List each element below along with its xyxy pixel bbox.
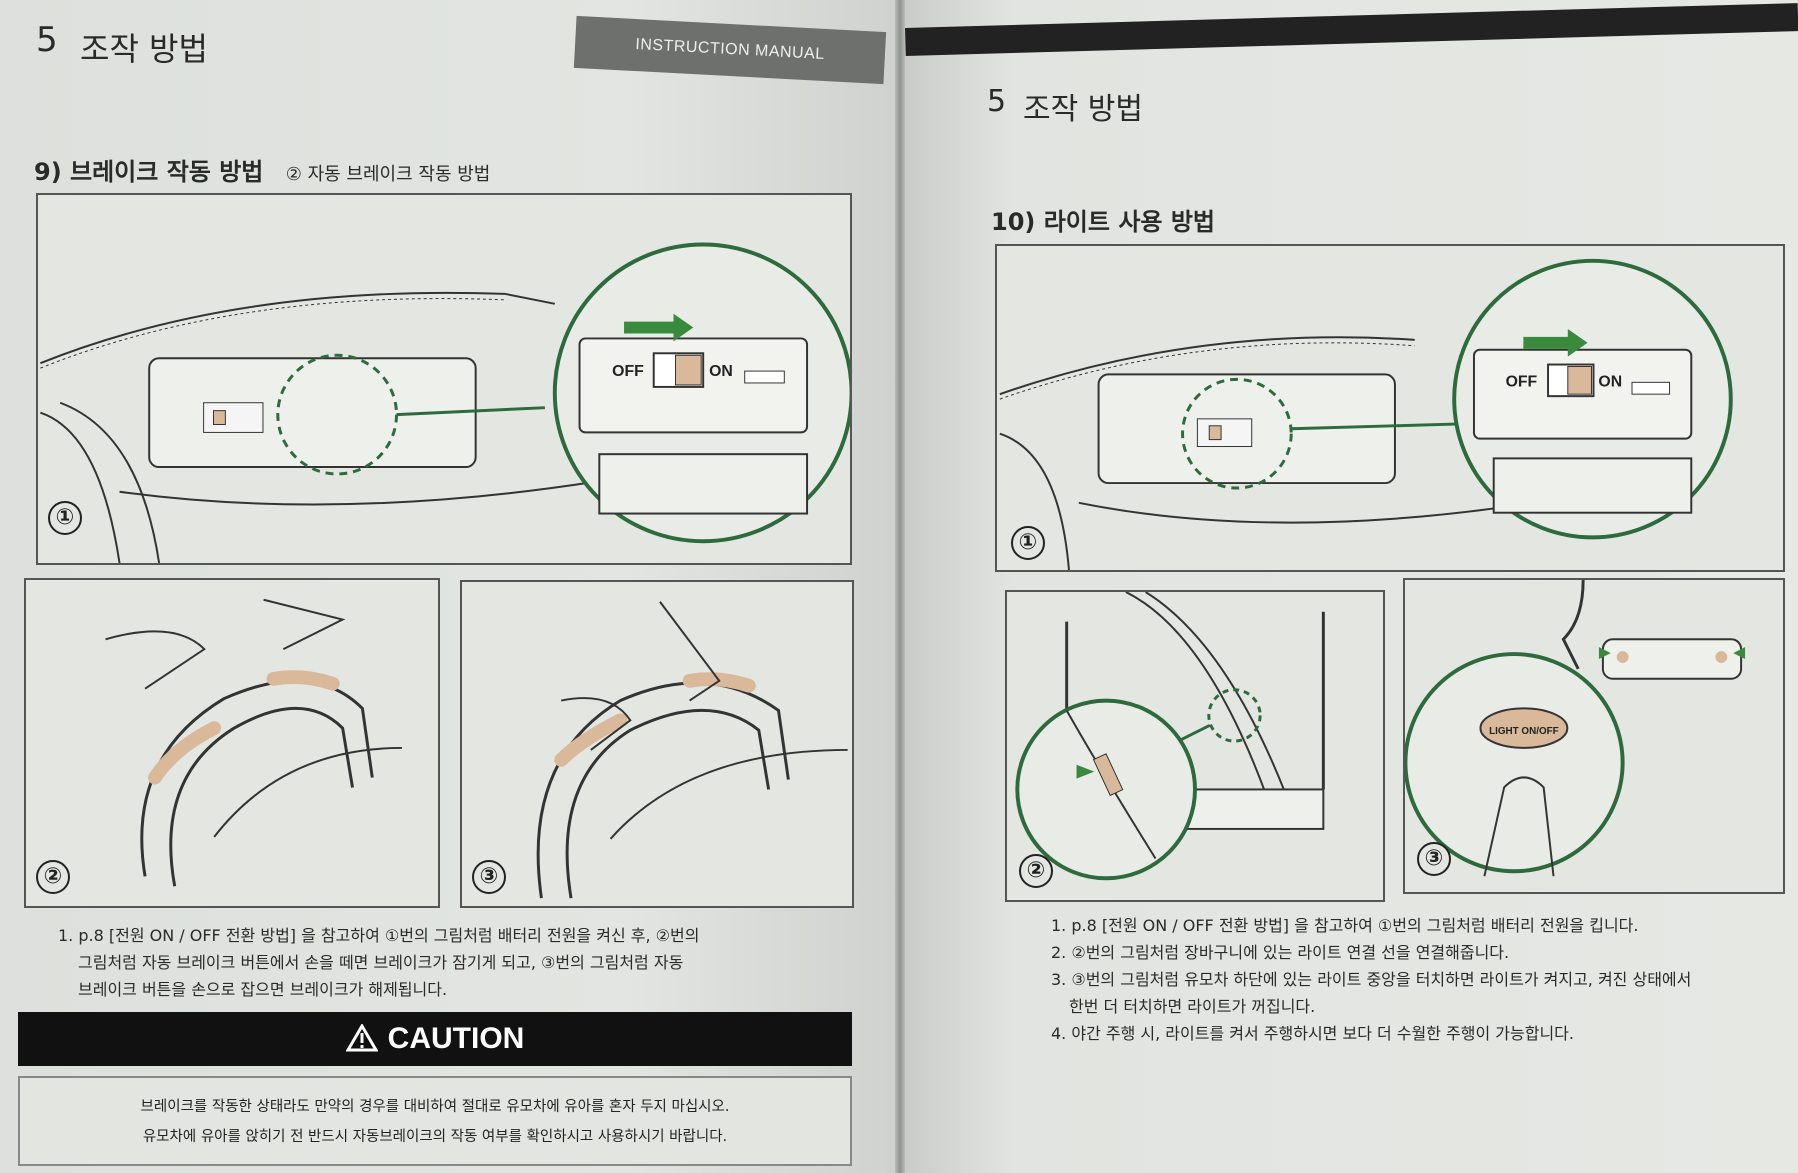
instruction-line: 한번 더 터치하면 라이트가 꺼집니다.	[1069, 997, 1316, 1016]
section-number: 5	[36, 20, 58, 60]
figure-2-light-cable: ②	[1005, 590, 1385, 902]
instruction-line: 1. p.8 [전원 ON / OFF 전환 방법] 을 참고하여 ①번의 그림…	[58, 926, 700, 945]
caution-line: 유모차에 유아를 앉히기 전 반드시 자동브레이크의 작동 여부를 확인하시고 …	[142, 1129, 728, 1145]
subsection-title: 10) 라이트 사용 방법	[991, 202, 1215, 237]
subsection-title-text: 10) 라이트 사용 방법	[991, 208, 1215, 236]
header-tab: INSTRUCTION MANUAL	[573, 15, 887, 85]
light-touch-illustration: LIGHT ON/OFF	[1405, 580, 1746, 877]
caution-banner: CAUTION	[18, 1012, 852, 1066]
right-page: 5 조작 방법 10) 라이트 사용 방법 OFF ON ①	[905, 0, 1798, 1173]
book-gutter	[895, 0, 905, 1173]
figure-label-3: ③	[1417, 842, 1451, 876]
switch-off-label: OFF	[612, 363, 644, 380]
figure-2-release-handle: ②	[24, 578, 440, 908]
warning-triangle-icon	[345, 1016, 379, 1070]
instruction-line: 1. p.8 [전원 ON / OFF 전환 방법] 을 참고하여 ①번의 그림…	[1051, 916, 1639, 935]
caution-label: CAUTION	[387, 1022, 525, 1055]
caution-line: 브레이크를 작동한 상태라도 만약의 경우를 대비하여 절대로 유모차에 유아를…	[140, 1099, 730, 1115]
instruction-line: 브레이크 버튼을 손으로 잡으면 브레이크가 해제됩니다.	[78, 980, 448, 999]
figure-label-2: ②	[1019, 854, 1053, 888]
section-number: 5	[987, 84, 1007, 119]
instruction-line: 3. ③번의 그림처럼 유모차 하단에 있는 라이트 중앙을 터치하면 라이트가…	[1051, 970, 1692, 989]
subsection-title-text: 9) 브레이크 작동 방법	[34, 158, 264, 186]
stroller-battery-illustration: OFF ON	[40, 242, 850, 563]
subsection-title: 9) 브레이크 작동 방법 ② 자동 브레이크 작동 방법	[34, 152, 490, 187]
section-title: 조작 방법	[1023, 92, 1143, 127]
header-stripe	[905, 3, 1798, 56]
light-instructions: 1. p.8 [전원 ON / OFF 전환 방법] 을 참고하여 ①번의 그림…	[1051, 912, 1791, 1047]
left-page: 5 조작 방법 INSTRUCTION MANUAL 9) 브레이크 작동 방법…	[0, 0, 895, 1173]
instruction-line: 2. ②번의 그림처럼 장바구니에 있는 라이트 연결 선을 연결해줍니다.	[1051, 943, 1510, 962]
switch-off-label: OFF	[1506, 373, 1538, 390]
light-button-label: LIGHT ON/OFF	[1489, 726, 1559, 737]
figure-label-3: ③	[472, 860, 506, 894]
subsection-subtitle: ② 자동 브레이크 작동 방법	[285, 164, 491, 185]
header-tab-label: INSTRUCTION MANUAL	[634, 36, 826, 63]
instruction-line: 4. 야간 주행 시, 라이트를 켜서 주행하시면 보다 더 수월한 주행이 가…	[1051, 1024, 1574, 1043]
basket-cable-illustration	[1015, 592, 1325, 881]
switch-on-label: ON	[709, 363, 733, 380]
instruction-line: 그림처럼 자동 브레이크 버튼에서 손을 떼면 브레이크가 잠기게 되고, ③번…	[78, 953, 684, 972]
switch-on-label: ON	[1598, 373, 1622, 390]
stroller-battery-illustration: OFF ON	[999, 258, 1733, 570]
figure-1-battery-switch: OFF ON ①	[995, 244, 1785, 572]
figure-label-1: ①	[1011, 526, 1045, 560]
caution-text-box: 브레이크를 작동한 상태라도 만약의 경우를 대비하여 절대로 유모차에 유아를…	[18, 1076, 852, 1166]
figure-1-battery-switch: OFF ON ①	[36, 193, 852, 565]
section-title: 조작 방법	[80, 30, 208, 68]
figure-3-light-touch: LIGHT ON/OFF ③	[1403, 578, 1785, 894]
brake-instructions: 1. p.8 [전원 ON / OFF 전환 방법] 을 참고하여 ①번의 그림…	[58, 922, 848, 1003]
figure-label-1: ①	[48, 501, 82, 535]
figure-3-grip-handle: ③	[460, 580, 854, 908]
handle-release-illustration	[105, 598, 402, 887]
figure-label-2: ②	[36, 860, 70, 894]
handle-grip-illustration	[536, 601, 848, 899]
